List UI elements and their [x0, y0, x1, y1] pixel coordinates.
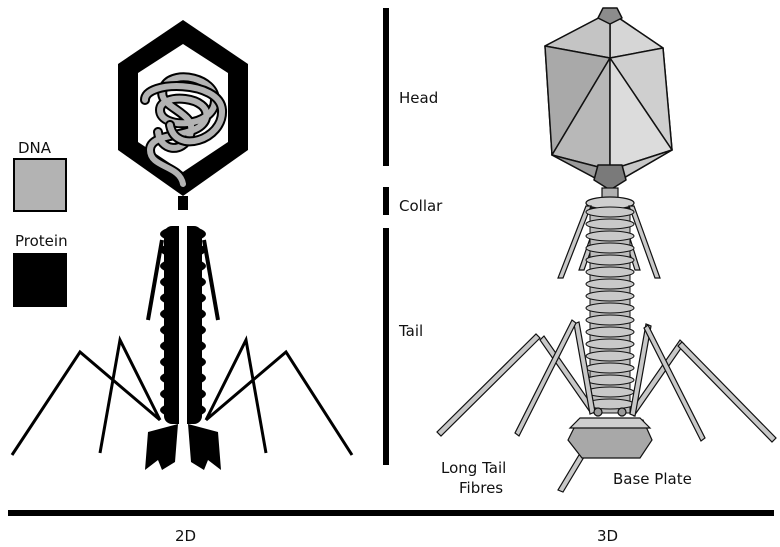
- label-long-tail-fibres-line2: Fibres: [459, 479, 503, 497]
- phage-3d-head: [545, 8, 672, 190]
- phage-3d-collar: [586, 188, 634, 209]
- phage-3d-base-plate: [568, 408, 652, 458]
- label-base-plate: Base Plate: [613, 470, 692, 488]
- view-label-2d: 2D: [175, 527, 196, 545]
- phage-3d-tail: [586, 207, 634, 413]
- label-long-tail-fibres-line1: Long Tail: [441, 459, 506, 477]
- bottom-divider: [8, 510, 774, 516]
- view-label-3d: 3D: [597, 527, 618, 545]
